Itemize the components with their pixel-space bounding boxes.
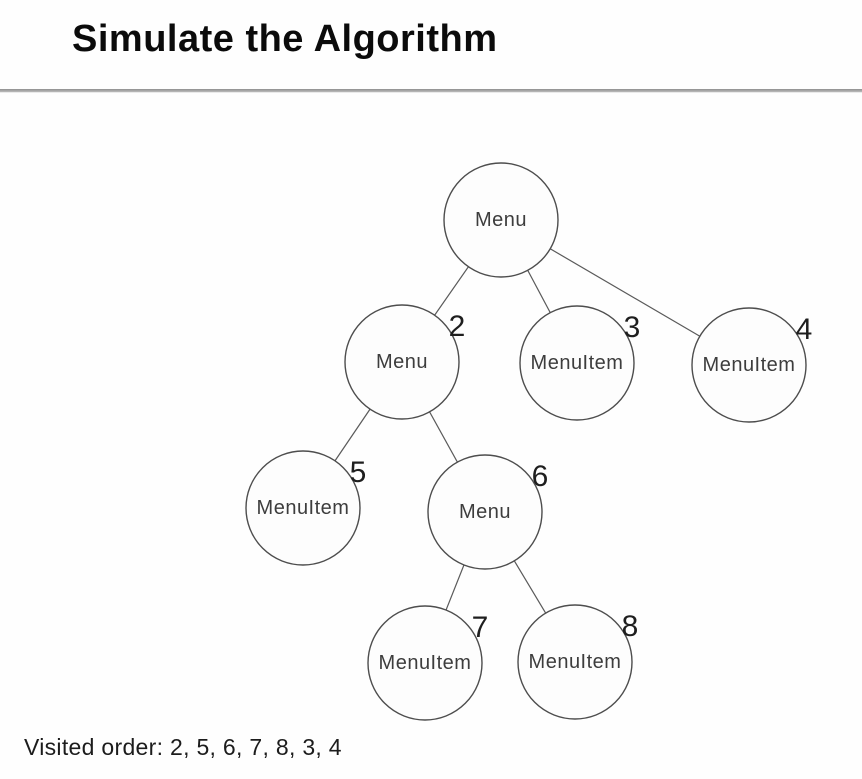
node-circle: [245, 450, 361, 566]
tree-node-n2: Menu 2: [344, 304, 466, 420]
node-circle: [691, 307, 807, 423]
tree-node-n6: Menu 6: [427, 454, 549, 570]
node-label: MenuItem: [257, 497, 350, 519]
node-circle: [344, 304, 460, 420]
tree-node-n1: Menu: [443, 162, 559, 278]
node-label: MenuItem: [529, 651, 622, 673]
node-label: MenuItem: [379, 652, 472, 674]
node-circle: [443, 162, 559, 278]
visited-order-text: Visited order: 2, 5, 6, 7, 8, 3, 4: [24, 734, 342, 760]
node-circle: [519, 305, 635, 421]
node-label: MenuItem: [531, 352, 624, 374]
slide-title: Simulate the Algorithm: [72, 18, 498, 60]
node-label: Menu: [475, 209, 527, 231]
node-label: Menu: [459, 501, 511, 523]
node-circle: [427, 454, 543, 570]
node-label: MenuItem: [703, 354, 796, 376]
node-circle: [517, 604, 633, 720]
node-circle: [367, 605, 483, 721]
node-visit-number: 7: [472, 611, 489, 644]
node-label: Menu: [376, 351, 428, 373]
title-divider: [0, 89, 862, 92]
node-visit-number: 8: [622, 610, 639, 643]
node-visit-number: 2: [449, 310, 466, 343]
node-visit-number: 5: [350, 456, 367, 489]
node-visit-number: 4: [796, 313, 813, 346]
node-visit-number: 3: [624, 311, 641, 344]
node-visit-number: 6: [532, 460, 549, 493]
